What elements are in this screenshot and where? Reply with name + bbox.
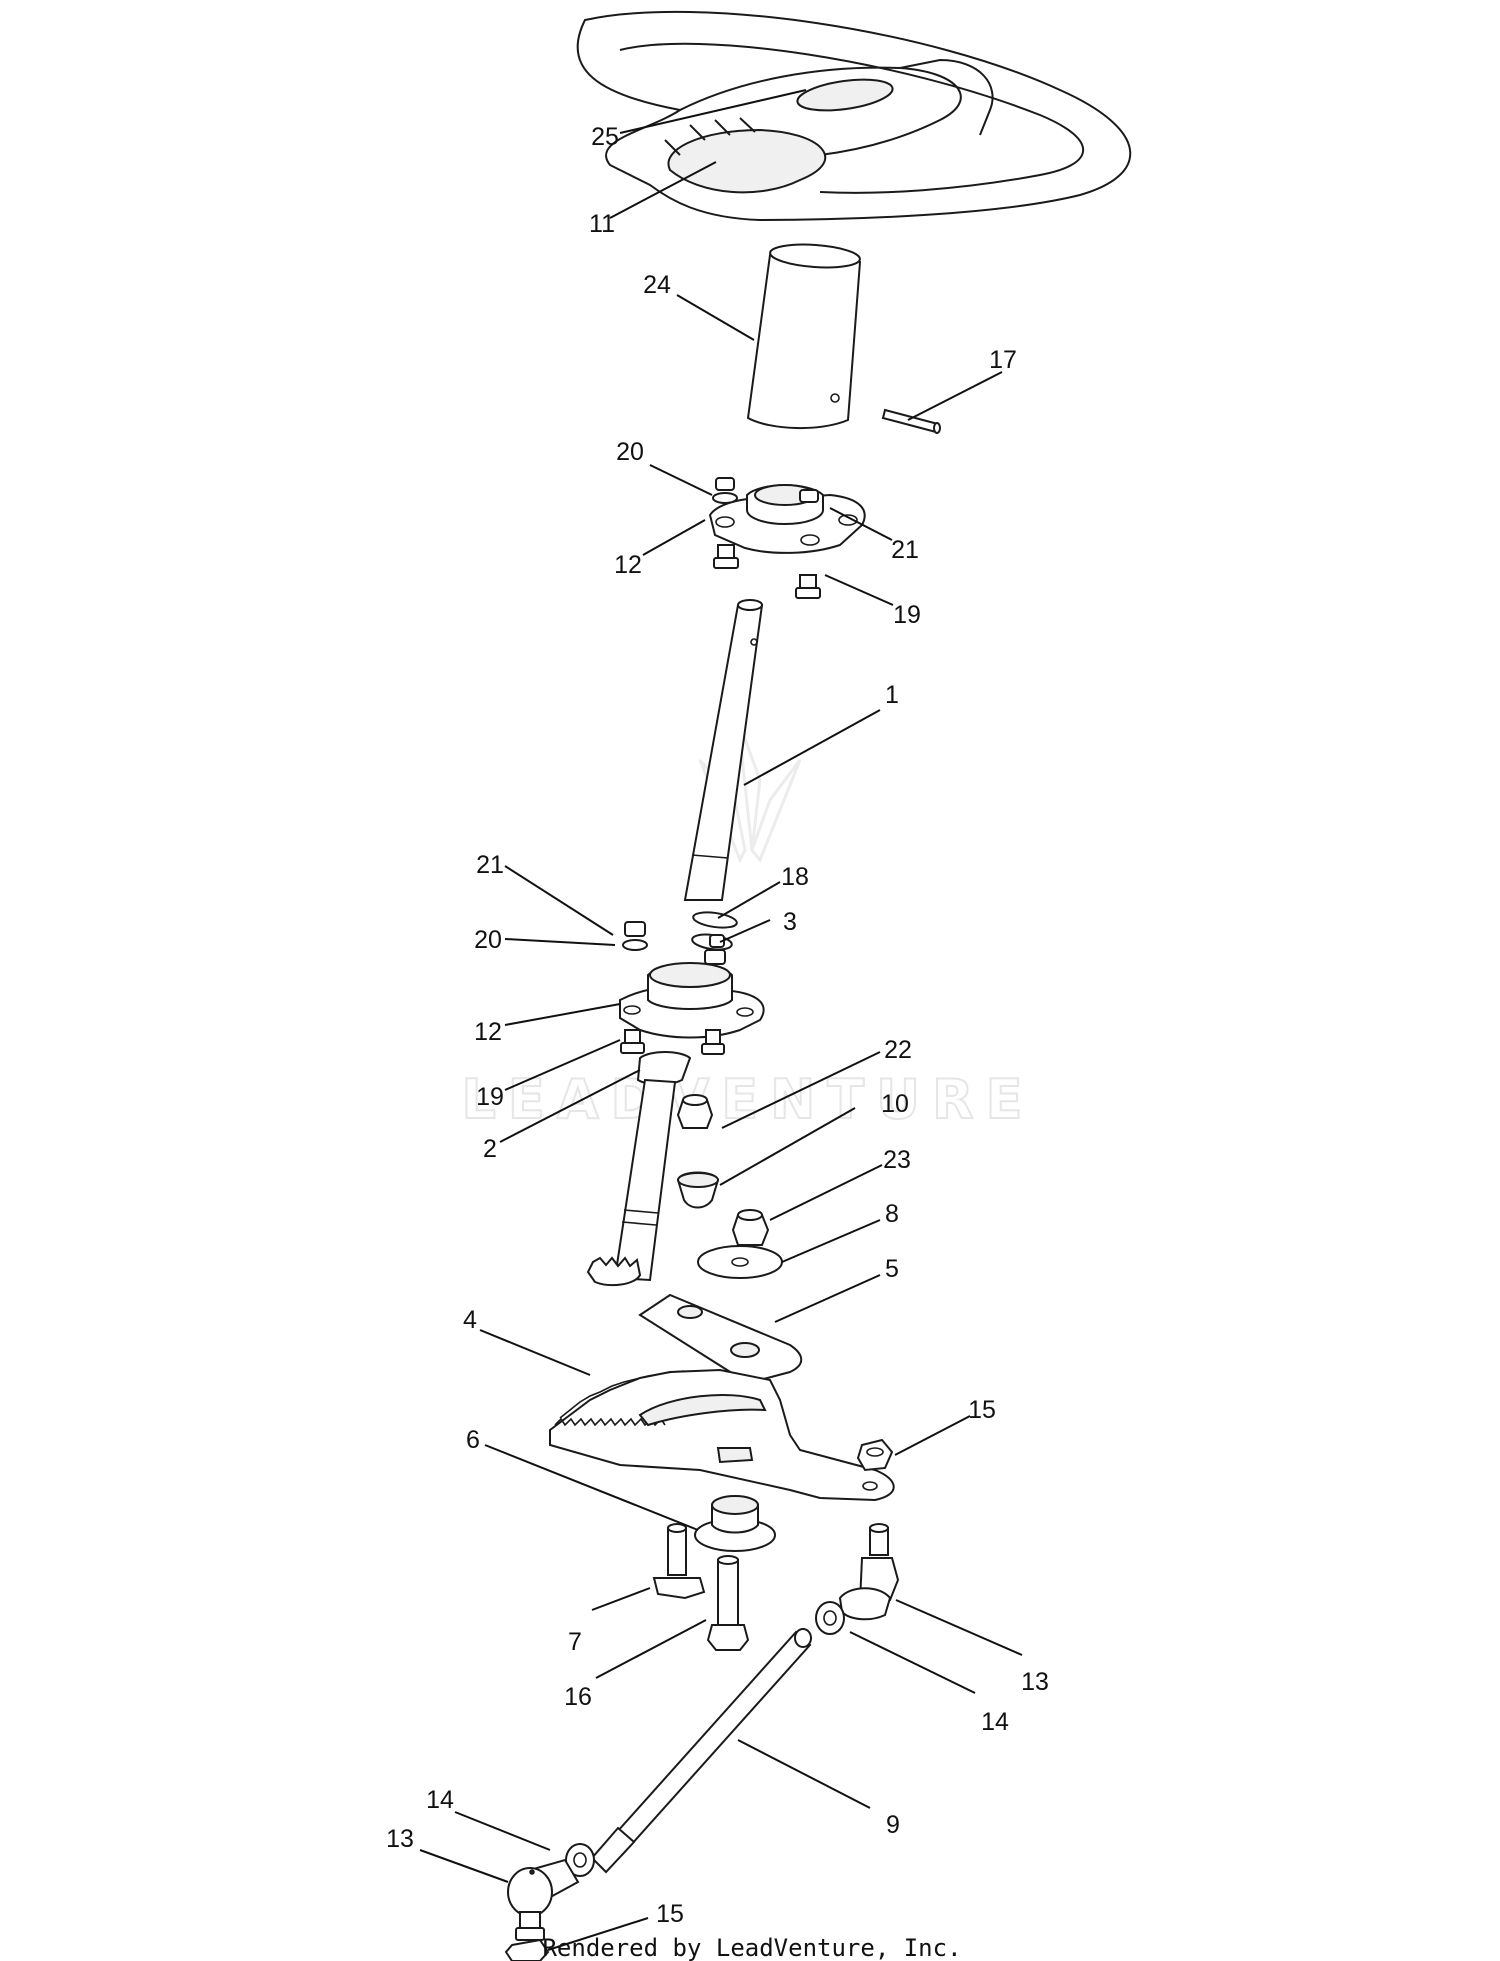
part-pinion-shaft: [586, 1051, 692, 1287]
callout-20-upper: 20: [616, 438, 644, 466]
callout-20-lower: 20: [474, 926, 502, 954]
part-roll-pin: [881, 408, 941, 434]
watermark: LEADVENTURE: [461, 719, 1035, 1132]
callout-11: 11: [589, 210, 615, 238]
callout-18: 18: [781, 863, 809, 891]
callout-16: 16: [564, 1683, 592, 1711]
render-credit: Rendered by LeadVenture, Inc.: [542, 1934, 961, 1961]
part-upper-flange-bearing: [708, 477, 866, 599]
callout-21-upper: 21: [891, 536, 919, 564]
callout-10: 10: [881, 1090, 909, 1118]
part-tie-rod: [590, 1628, 812, 1874]
part-flange-bushing: [694, 1495, 776, 1552]
callout-14-upper: 14: [981, 1708, 1009, 1736]
callout-4: 4: [463, 1306, 477, 1334]
part-lower-flange-bearing: [619, 921, 765, 1055]
part-right-hardware-stack: [676, 1094, 783, 1279]
callout-12-upper: 12: [614, 551, 642, 579]
part-sector-gear: [549, 1368, 895, 1502]
part-ball-joint-upper: [815, 1523, 900, 1635]
callout-24: 24: [643, 271, 671, 299]
callout-14-lower: 14: [426, 1786, 454, 1814]
callout-19-upper: 19: [893, 601, 921, 629]
callout-8: 8: [885, 1200, 899, 1228]
callout-21-lower: 21: [476, 851, 504, 879]
callout-3: 3: [783, 908, 797, 936]
callout-22: 22: [884, 1036, 912, 1064]
callout-7: 7: [568, 1628, 582, 1656]
callout-17: 17: [989, 346, 1017, 374]
watermark-text: LEADVENTURE: [462, 1068, 1035, 1131]
callouts: 25 11 24 17 20 21 12 19 1 21 18 3 20 12 …: [386, 123, 1049, 1928]
part-ball-joint-lower: [504, 1843, 595, 1961]
callout-13-lower: 13: [386, 1825, 414, 1853]
part-steering-shaft: [683, 599, 764, 901]
part-shoulder-bolt: [652, 1523, 706, 1600]
part-hex-bolt: [706, 1555, 750, 1651]
callout-2: 2: [483, 1135, 497, 1163]
callout-6: 6: [466, 1426, 480, 1454]
part-steering-plate: [638, 1293, 803, 1382]
callout-5: 5: [885, 1255, 899, 1283]
callout-23: 23: [883, 1146, 911, 1174]
callout-13-upper: 13: [1021, 1668, 1049, 1696]
leader-lines: [419, 89, 1023, 1951]
callout-9: 9: [886, 1811, 900, 1839]
callout-19-lower: 19: [476, 1083, 504, 1111]
callout-1: 1: [885, 681, 899, 709]
callout-25: 25: [591, 123, 619, 151]
callout-12-lower: 12: [474, 1018, 502, 1046]
part-steering-wheel: [576, 10, 1132, 222]
callout-15-lower: 15: [656, 1900, 684, 1928]
part-steering-boot: [746, 243, 862, 430]
callout-15-upper: 15: [968, 1396, 996, 1424]
part-lock-nut-upper: [856, 1438, 894, 1472]
